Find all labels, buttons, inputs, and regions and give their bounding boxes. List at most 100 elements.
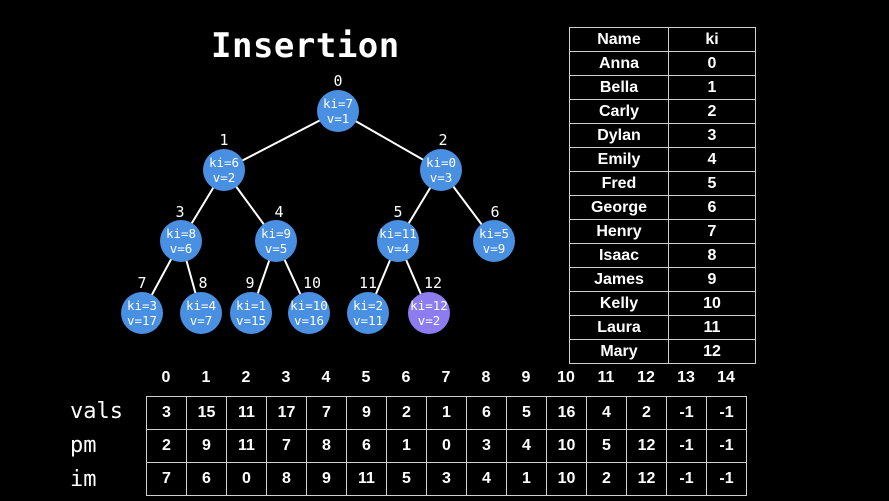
node-v-label: v=2 <box>418 313 441 328</box>
node-circle <box>347 292 389 334</box>
ki-cell: 0 <box>668 51 756 76</box>
heap-node-3: ki=8v=63 <box>160 203 202 262</box>
heap-node-7: ki=3v=177 <box>121 274 163 334</box>
node-circle <box>288 292 330 334</box>
array-index-label: 13 <box>677 369 695 386</box>
array-cell: -1 <box>706 396 747 430</box>
node-index-label: 11 <box>359 274 377 292</box>
ki-cell: 7 <box>668 219 756 244</box>
name-cell: Bella <box>569 75 669 100</box>
array-index-label: 1 <box>201 369 211 386</box>
array-cell: 2 <box>146 429 187 463</box>
node-circle <box>203 149 245 191</box>
node-index-label: 3 <box>175 203 184 221</box>
array-index-label: 10 <box>557 369 575 386</box>
name-cell: Anna <box>569 51 669 76</box>
array-cell: 9 <box>186 429 227 463</box>
array-cell: 8 <box>306 429 347 463</box>
im-label: im <box>70 467 97 492</box>
array-index-label: 8 <box>481 369 491 386</box>
name-cell: Fred <box>569 171 669 196</box>
array-cell: 8 <box>266 462 307 496</box>
ki-cell: 8 <box>668 243 756 268</box>
name-table-header: Name ki <box>569 27 756 52</box>
ki-cell: 9 <box>668 267 756 292</box>
node-ki-label: ki=8 <box>166 226 196 241</box>
array-cell: 6 <box>466 396 507 430</box>
array-index-label: 4 <box>321 369 331 386</box>
ki-cell: 3 <box>668 123 756 148</box>
array-cell: 12 <box>626 429 667 463</box>
node-index-label: 5 <box>393 203 402 221</box>
array-cell: 3 <box>426 462 467 496</box>
pm-label: pm <box>70 433 97 458</box>
name-cell: James <box>569 267 669 292</box>
node-ki-label: ki=0 <box>426 155 456 170</box>
array-cell: 1 <box>426 396 467 430</box>
ki-cell: 4 <box>668 147 756 172</box>
array-cell: -1 <box>666 429 707 463</box>
node-index-label: 6 <box>490 203 499 221</box>
node-index-label: 7 <box>137 274 146 292</box>
node-v-label: v=16 <box>294 313 324 328</box>
node-v-label: v=3 <box>430 170 453 185</box>
node-circle <box>121 292 163 334</box>
heap-node-0: ki=7v=10 <box>317 72 359 132</box>
array-cell: 3 <box>466 429 507 463</box>
ki-cell: 12 <box>668 339 756 364</box>
array-index-label: 11 <box>597 369 615 386</box>
array-cell: 2 <box>626 396 667 430</box>
node-ki-label: ki=4 <box>186 298 216 313</box>
name-cell: Emily <box>569 147 669 172</box>
array-cell: 6 <box>346 429 387 463</box>
node-circle <box>317 90 359 132</box>
array-cell: 4 <box>586 396 627 430</box>
array-index-label: 12 <box>637 369 655 386</box>
array-cell: 9 <box>306 462 347 496</box>
name-cell: Mary <box>569 339 669 364</box>
node-index-label: 2 <box>438 131 447 149</box>
array-cell: 15 <box>186 396 227 430</box>
node-circle <box>408 292 450 334</box>
array-cell: 16 <box>546 396 587 430</box>
heap-node-1: ki=6v=21 <box>203 131 245 191</box>
node-ki-label: ki=2 <box>353 298 383 313</box>
array-cell: -1 <box>666 396 707 430</box>
ki-cell: 10 <box>668 291 756 316</box>
array-index-label: 5 <box>361 369 371 386</box>
node-ki-label: ki=5 <box>479 226 509 241</box>
node-index-label: 0 <box>333 72 342 90</box>
node-v-label: v=4 <box>387 241 410 256</box>
node-index-label: 9 <box>245 274 254 292</box>
node-ki-label: ki=1 <box>236 298 266 313</box>
node-index-label: 8 <box>198 274 207 292</box>
node-v-label: v=9 <box>483 241 506 256</box>
array-cell: 10 <box>546 462 587 496</box>
array-cell: -1 <box>706 429 747 463</box>
array-index-label: 0 <box>161 369 171 386</box>
array-cell: 11 <box>226 429 267 463</box>
ki-cell: 6 <box>668 195 756 220</box>
array-index-label: 9 <box>521 369 531 386</box>
array-cell: 2 <box>386 396 427 430</box>
heap-node-5: ki=11v=4 5 <box>377 203 419 262</box>
vals-label: vals <box>70 399 123 424</box>
node-ki-label: ki=11 <box>379 226 417 241</box>
node-ki-label: ki=7 <box>323 96 353 111</box>
array-index-label: 2 <box>241 369 251 386</box>
heap-node-4: ki=9v=54 <box>255 203 297 262</box>
heap-node-2: ki=0v=3 2 <box>420 131 462 191</box>
array-cell: -1 <box>706 462 747 496</box>
array-cell: 2 <box>586 462 627 496</box>
node-index-label: 12 <box>424 274 442 292</box>
